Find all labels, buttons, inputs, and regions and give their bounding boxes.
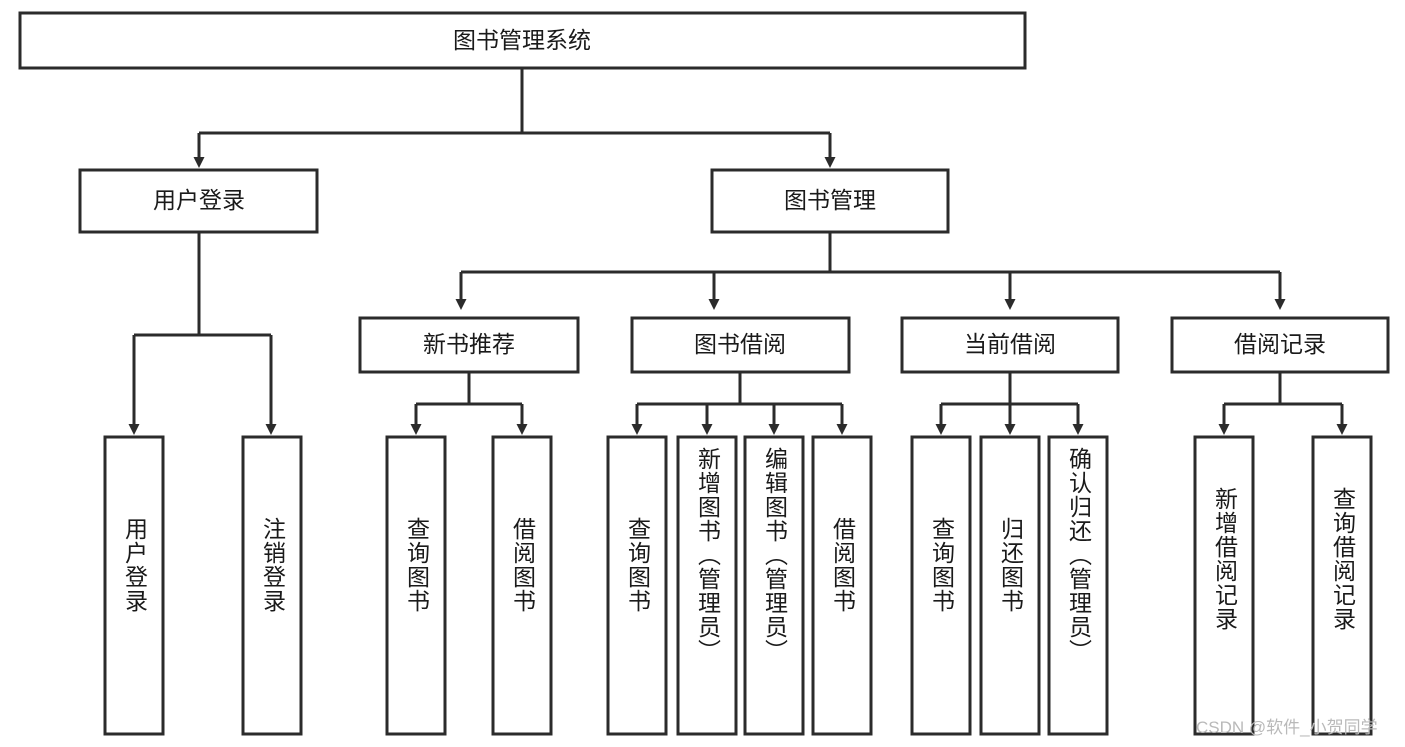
leaf-box-query-book-3[interactable] <box>910 435 972 736</box>
leaf-box-user-logout[interactable] <box>241 435 303 736</box>
leaf-box-edit-book[interactable] <box>743 435 805 736</box>
connector-current-borrow-to-leaves <box>935 372 1084 435</box>
node-root[interactable]: 图书管理系统 <box>18 11 1027 70</box>
node-borrow-record[interactable]: 借阅记录 <box>1170 316 1390 374</box>
leaf-box-query-book-1[interactable] <box>385 435 447 736</box>
node-new-book-recommend-label: 新书推荐 <box>423 331 515 357</box>
leaf-box-add-record[interactable] <box>1193 435 1255 736</box>
connector-root-to-level2 <box>193 68 836 168</box>
node-root-label: 图书管理系统 <box>453 27 591 53</box>
node-current-borrow[interactable]: 当前借阅 <box>900 316 1120 374</box>
node-user-login[interactable]: 用户登录 <box>78 168 319 234</box>
node-book-management[interactable]: 图书管理 <box>710 168 950 234</box>
node-book-borrow-label: 图书借阅 <box>694 331 786 357</box>
connector-book-mgmt-to-level3 <box>455 232 1286 310</box>
node-book-management-label: 图书管理 <box>784 187 876 213</box>
node-new-book-recommend[interactable]: 新书推荐 <box>358 316 580 374</box>
node-current-borrow-label: 当前借阅 <box>964 331 1056 357</box>
leaf-box-query-book-2[interactable] <box>606 435 668 736</box>
node-user-login-label: 用户登录 <box>153 187 245 213</box>
leaf-box-add-book[interactable] <box>676 435 738 736</box>
node-borrow-record-label: 借阅记录 <box>1234 331 1326 357</box>
node-book-borrow[interactable]: 图书借阅 <box>630 316 851 374</box>
csdn-watermark: CSDN @软件_小贺同学 <box>1196 718 1378 737</box>
leaf-box-return-book[interactable] <box>979 435 1041 736</box>
leaf-box-borrow-book-2[interactable] <box>811 435 873 736</box>
connector-user-login-to-leaves <box>128 232 277 435</box>
leaf-box-user-login[interactable] <box>103 435 165 736</box>
leaf-box-confirm-return[interactable] <box>1047 435 1109 736</box>
connector-book-borrow-to-leaves <box>631 372 848 435</box>
connector-borrow-record-to-leaves <box>1218 372 1348 435</box>
leaf-box-borrow-book-1[interactable] <box>491 435 553 736</box>
connector-new-book-to-leaves <box>410 372 528 435</box>
leaf-box-query-record[interactable] <box>1311 435 1373 736</box>
